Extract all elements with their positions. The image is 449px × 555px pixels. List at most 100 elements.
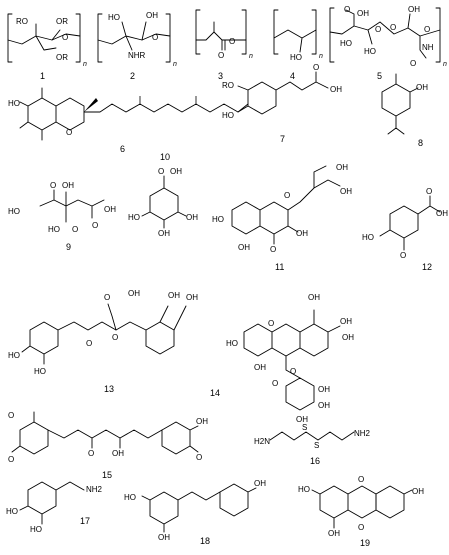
- compound-15-label-2: O: [88, 449, 94, 458]
- compound-12-label-3: O: [400, 251, 406, 260]
- compound-14-label-0: OH: [308, 293, 320, 302]
- compound-2-label-0: HO: [108, 13, 120, 22]
- compound-7-label-3: OH: [330, 85, 342, 94]
- compound-14: OH OH HO O OH OH O O OH OH OH 14: [210, 293, 354, 424]
- compound-14-number: 14: [210, 388, 220, 398]
- compound-1-label-3: OR: [56, 53, 68, 62]
- compound-6-label-0: HO: [8, 99, 20, 108]
- compound-8-number: 8: [418, 138, 423, 148]
- compound-5-label-1: O: [344, 5, 350, 14]
- compound-18: OH HO OH 18: [124, 479, 266, 546]
- compound-18-label-0: OH: [254, 479, 266, 488]
- compound-4: HO n 4: [273, 9, 323, 81]
- compound-9-label-0: HO: [8, 207, 20, 216]
- compound-5-label-5: O: [390, 23, 396, 32]
- compound-11-label-6: O: [270, 245, 276, 254]
- compound-18-number: 18: [200, 536, 210, 546]
- compound-13-number: 13: [104, 384, 114, 394]
- compound-14-label-4: OH: [342, 333, 354, 342]
- compound-10-label-2: HO: [128, 213, 140, 222]
- compound-2-label-1: OH: [146, 11, 158, 20]
- compound-7-number: 7: [280, 134, 285, 144]
- compound-19-label-4: OH: [328, 529, 340, 538]
- compound-5-repeat: n: [443, 61, 447, 68]
- compound-19-label-1: O: [358, 475, 364, 484]
- compound-5-label-2: OH: [357, 9, 369, 18]
- compound-10-label-3: OH: [186, 213, 198, 222]
- compound-14-label-9: OH: [318, 401, 330, 410]
- compound-9-label-2: OH: [62, 181, 74, 190]
- compound-11-label-1: OH: [340, 187, 352, 196]
- compound-2-repeat: n: [173, 61, 177, 68]
- compound-17-label-0: NH2: [86, 485, 103, 494]
- compound-1: RO OR O OR n 1: [7, 13, 87, 81]
- compound-8-label-0: OH: [416, 83, 428, 92]
- compound-15-label-3: OH: [112, 449, 124, 458]
- compound-4-number: 4: [290, 71, 295, 81]
- compound-17-label-1: HO: [6, 507, 18, 516]
- compound-12-label-2: HO: [362, 233, 374, 242]
- compound-12-label-0: O: [426, 187, 432, 196]
- compound-3: O O n 3: [195, 9, 253, 81]
- compound-12-number: 12: [422, 262, 432, 272]
- compound-4-repeat: n: [319, 53, 323, 60]
- compound-1-repeat: n: [83, 61, 87, 68]
- compound-3-label-0: O: [229, 37, 235, 46]
- compound-11-label-0: OH: [336, 163, 348, 172]
- compound-13-label-5: O: [112, 333, 118, 342]
- compound-1-label-2: O: [62, 33, 68, 42]
- compound-17-number: 17: [80, 516, 90, 526]
- compound-7: RO HO O OH 7: [222, 63, 342, 144]
- compound-13-label-4: O: [86, 339, 92, 348]
- compound-2-number: 2: [130, 71, 135, 81]
- compound-4-label-0: HO: [290, 53, 302, 62]
- compound-19-label-2: OH: [412, 487, 424, 496]
- compound-19: HO O OH O OH 19: [298, 475, 424, 548]
- compound-9-label-3: O: [92, 221, 98, 230]
- compound-15-label-5: O: [196, 453, 202, 462]
- compound-6-label-1: O: [66, 128, 72, 137]
- compound-16-label-2: S: [314, 441, 319, 450]
- compound-10: O OH HO OH OH 10: [128, 152, 198, 238]
- compound-18-label-1: HO: [124, 493, 136, 502]
- compound-9-number: 9: [66, 242, 71, 252]
- compound-5-label-0: HO: [340, 39, 352, 48]
- compound-19-label-3: O: [358, 523, 364, 532]
- compound-8: OH 8: [381, 73, 428, 148]
- compound-6: HO O 6: [8, 87, 249, 154]
- compound-7-label-2: O: [313, 63, 319, 72]
- compound-3-repeat: n: [249, 53, 253, 60]
- compound-12: O OH HO O 12: [362, 187, 448, 272]
- compound-5: HO O OH O HO O OH NH O O n 5: [329, 5, 447, 81]
- compound-14-label-8: OH: [318, 385, 330, 394]
- compound-5-number: 5: [377, 71, 382, 81]
- compound-14-label-10: OH: [296, 415, 308, 424]
- compound-5-label-3: O: [375, 25, 381, 34]
- compound-16: H2N S S NH2 16: [254, 423, 371, 466]
- compound-2-label-2: O: [152, 33, 158, 42]
- compound-9-label-4: OH: [104, 205, 116, 214]
- compound-11-label-3: O: [284, 191, 290, 200]
- compound-14-label-7: O: [272, 379, 278, 388]
- compound-7-label-1: HO: [222, 111, 234, 120]
- compound-3-label-1: O: [218, 51, 224, 60]
- compound-10-label-1: OH: [170, 167, 182, 176]
- compound-10-label-0: O: [158, 167, 164, 176]
- compound-13-label-3: OH: [168, 291, 180, 300]
- compound-16-label-1: S: [302, 423, 307, 432]
- compound-14-label-2: HO: [226, 339, 238, 348]
- compound-5-label-8: O: [424, 25, 430, 34]
- compound-11-label-5: OH: [238, 243, 250, 252]
- compound-15-label-4: O: [8, 455, 14, 464]
- compound-14-label-3: O: [268, 319, 274, 328]
- compound-17-label-2: HO: [30, 525, 42, 534]
- compound-9: HO O OH O OH HO O 9: [8, 181, 116, 252]
- compound-9-label-5: HO: [48, 225, 60, 234]
- compound-9-label-1: O: [50, 181, 56, 190]
- compound-11: OH OH HO O OH OH O 11: [212, 163, 352, 272]
- compound-13-label-2: OH: [128, 289, 140, 298]
- compound-10-number: 10: [160, 152, 170, 162]
- compound-16-label-3: NH2: [354, 429, 371, 438]
- compound-14-label-1: OH: [340, 317, 352, 326]
